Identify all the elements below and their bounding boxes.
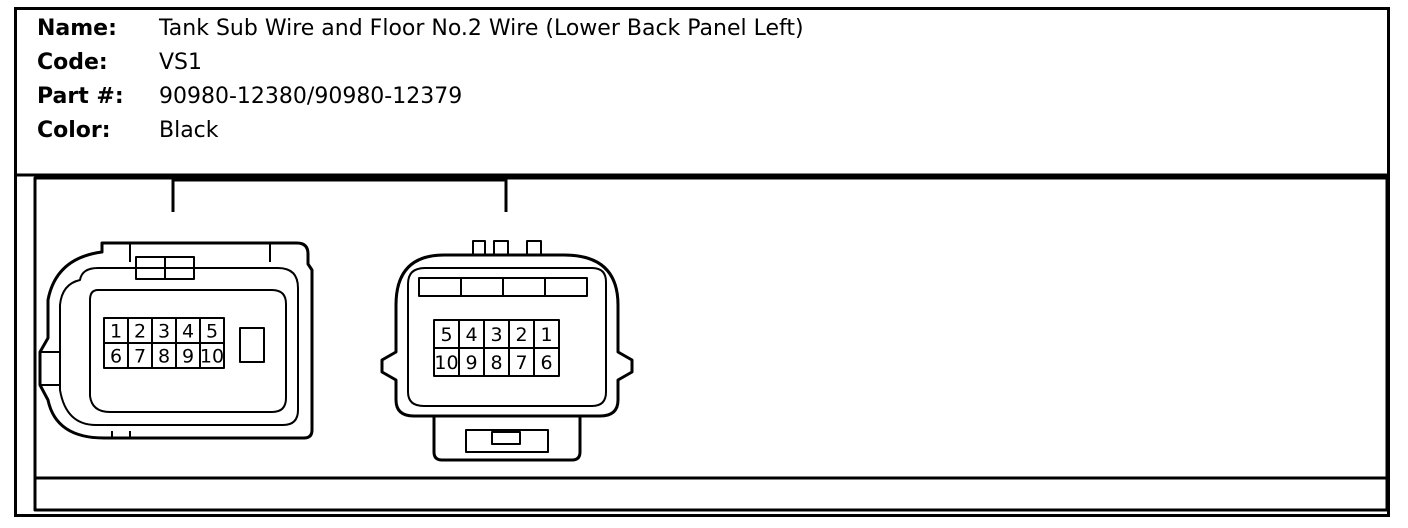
pin-cell	[533, 347, 560, 377]
pin-number: 1	[540, 324, 552, 346]
pin-number: 9	[465, 352, 477, 374]
pin-number: 5	[440, 324, 452, 346]
pin-number: 3	[158, 321, 170, 343]
color-label: Color:	[37, 118, 111, 143]
pin-number: 4	[465, 324, 477, 346]
mating-bracket	[171, 178, 508, 212]
code-label: Code:	[37, 50, 108, 75]
pin-number: 6	[110, 346, 122, 368]
pin-number: 7	[134, 346, 146, 368]
pin-number: 3	[490, 324, 502, 346]
pin-number: 10	[200, 346, 224, 368]
part-number-value: 90980-12380/90980-12379	[159, 84, 463, 109]
pin-number: 10	[434, 352, 458, 374]
color-value: Black	[159, 118, 219, 143]
pin-cell	[199, 342, 225, 369]
code-value: VS1	[159, 50, 203, 75]
right-connector-body	[380, 240, 634, 462]
pin-number: 2	[134, 321, 146, 343]
inner-panel	[33, 176, 1389, 512]
pin-number: 5	[206, 321, 218, 343]
pin-number: 9	[182, 346, 194, 368]
name-value: Tank Sub Wire and Floor No.2 Wire (Lower…	[159, 16, 804, 41]
pin-number: 8	[158, 346, 170, 368]
pin-number: 7	[515, 352, 527, 374]
pin-number: 8	[490, 352, 502, 374]
pin-number: 6	[540, 352, 552, 374]
part-number-label: Part #:	[37, 84, 124, 109]
pin-number: 1	[110, 321, 122, 343]
pin-number: 2	[515, 324, 527, 346]
pin-number: 4	[182, 321, 194, 343]
name-label: Name:	[37, 16, 117, 41]
left-connector-body	[38, 241, 314, 440]
